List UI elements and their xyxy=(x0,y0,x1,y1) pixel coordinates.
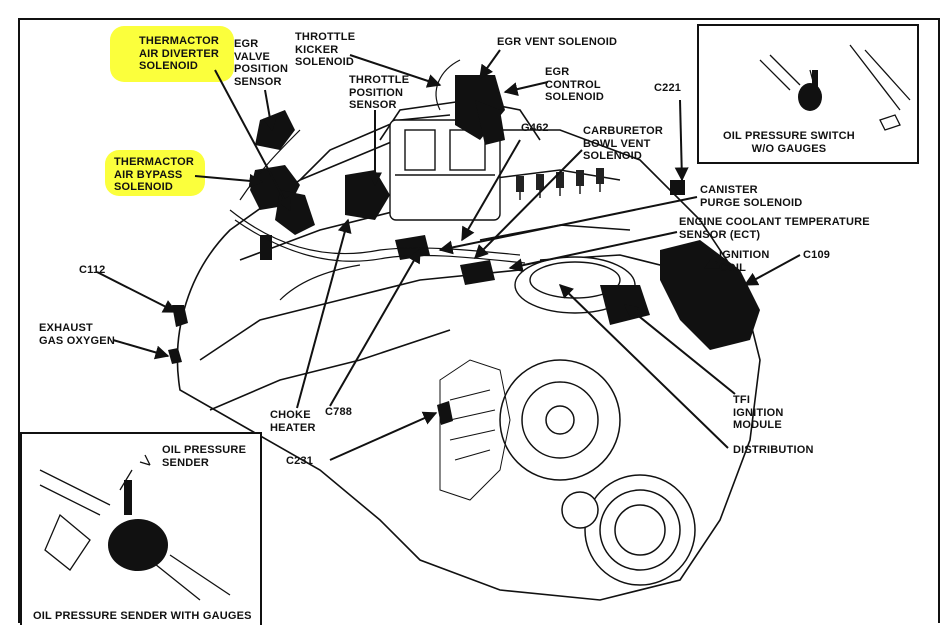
carburetor xyxy=(389,119,501,221)
label-choke-heater: CHOKE HEATER xyxy=(270,409,316,434)
label-distribution: DISTRIBUTION xyxy=(733,444,814,456)
label-c788: C788 xyxy=(325,406,353,418)
plug-boots xyxy=(516,168,604,192)
label-c112: C112 xyxy=(79,264,106,276)
label-throttle-kicker: THROTTLE KICKER SOLENOID xyxy=(295,31,356,68)
label-c231: C231 xyxy=(286,455,314,467)
label-egr-vent: EGR VENT SOLENOID xyxy=(497,36,618,48)
label-egr-control: EGR CONTROL SOLENOID xyxy=(545,66,605,103)
label-g462: G462 xyxy=(521,122,549,134)
label-oil-pressure-sender-with-gauges: OIL PRESSURE SENDER WITH GAUGES xyxy=(33,610,252,622)
label-canister-purge: CANISTER PURGE SOLENOID xyxy=(700,184,803,209)
label-oil-pressure-sender: OIL PRESSURE SENDER xyxy=(162,444,247,469)
components xyxy=(168,75,760,425)
label-tfi-module: TFI IGNITION MODULE xyxy=(733,394,784,431)
label-c221: C221 xyxy=(654,82,682,94)
label-ect: ENGINE COOLANT TEMPERATURE SENSOR (ECT) xyxy=(679,216,870,241)
label-throttle-position: THROTTLE POSITION SENSOR xyxy=(349,74,410,111)
label-ignition-coil: IGNITION COIL xyxy=(719,249,770,274)
label-egr-valve-position: EGR VALVE POSITION SENSOR xyxy=(234,38,289,88)
highlight-air-diverter xyxy=(110,26,234,82)
label-exhaust-gas-oxygen: EXHAUST GAS OXYGEN xyxy=(39,322,115,347)
highlight-air-bypass xyxy=(105,150,205,196)
crank-pulley xyxy=(499,359,696,586)
label-c109: C109 xyxy=(803,249,831,261)
label-carb-bowl-vent: CARBURETOR BOWL VENT SOLENOID xyxy=(583,125,664,162)
label-thermactor-air-diverter: THERMACTOR AIR DIVERTER SOLENOID xyxy=(139,35,220,72)
diagram-border xyxy=(18,18,940,623)
label-oil-pressure-switch: OIL PRESSURE SWITCH W/O GAUGES xyxy=(723,130,855,155)
label-thermactor-air-bypass: THERMACTOR AIR BYPASS SOLENOID xyxy=(114,156,195,193)
